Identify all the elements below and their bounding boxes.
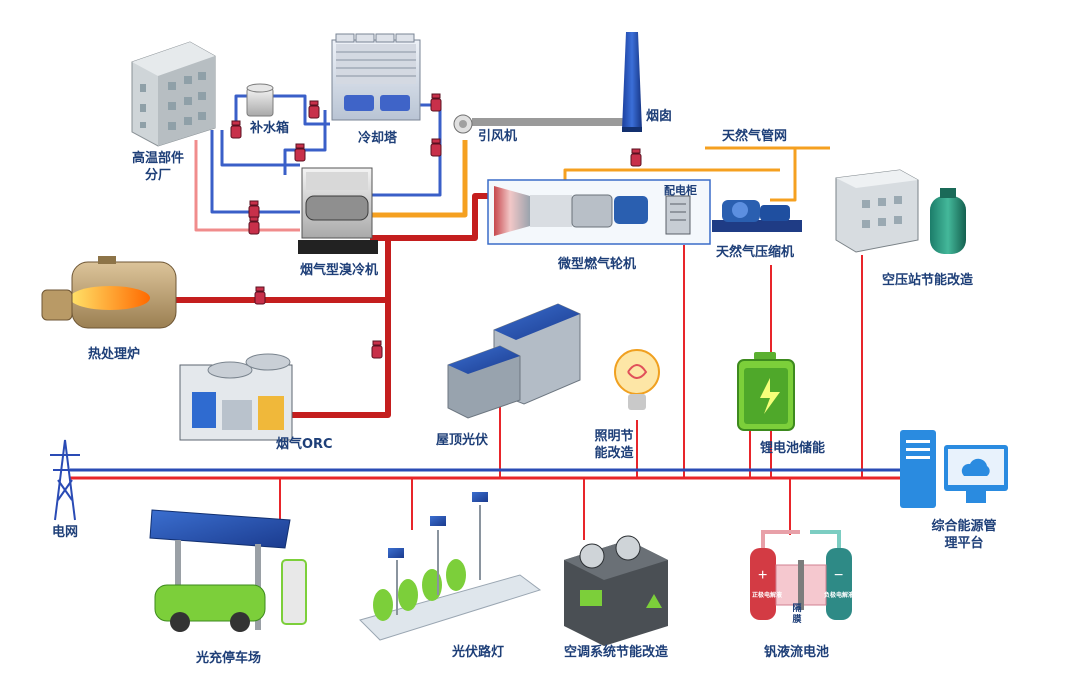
label-air-station-retrofit: 空压站节能改造 <box>882 273 974 288</box>
high-temp-plant-building-icon <box>131 41 216 147</box>
gas-compressor-icon <box>712 200 802 232</box>
label-gas-compressor: 天然气压缩机 <box>716 245 795 260</box>
valve-icon <box>430 93 442 112</box>
light-bulb-icon <box>614 349 660 410</box>
induced-fan-icon <box>453 114 473 134</box>
label-makeup-tank: 补水箱 <box>250 121 290 136</box>
grid-tower-icon <box>50 439 80 521</box>
valve-icon <box>294 143 306 162</box>
label-cooling-tower: 冷却塔 <box>358 131 398 146</box>
valve-icon <box>248 216 260 235</box>
valve-icon <box>254 286 266 305</box>
label-grid: 电网 <box>52 525 79 540</box>
energy-platform-server-icon <box>900 430 1008 508</box>
valve-icon <box>630 148 642 167</box>
label-distribution-cabinet: 配电柜 <box>664 184 697 197</box>
valve-icon <box>308 100 320 119</box>
minus-sign: − <box>834 567 843 584</box>
makeup-water-tank-icon <box>246 83 274 117</box>
label-hvac-retrofit: 空调系统节能改造 <box>564 645 669 660</box>
pv-parking-icon <box>149 509 307 632</box>
label-membrane: 隔膜 <box>792 604 802 625</box>
pv-streetlight-icon <box>359 492 542 641</box>
label-pv-streetlight: 光伏路灯 <box>452 645 505 660</box>
chimney-icon <box>622 32 642 132</box>
label-negative-electrolyte: 负极电解液 <box>824 592 855 599</box>
plus-sign: + <box>758 567 767 584</box>
label-heat-treatment-furnace: 热处理炉 <box>88 347 141 362</box>
label-flue-gas-orc: 烟气ORC <box>276 437 333 452</box>
rooftop-pv-building-icon <box>447 303 581 419</box>
pipe-network <box>176 94 863 540</box>
valve-icon <box>430 138 442 157</box>
label-pv-parking: 光充停车场 <box>196 651 262 666</box>
vanadium-battery-icon: + − <box>750 530 852 620</box>
label-high-temp-plant: 高温部件分厂 <box>131 151 184 183</box>
label-flue-gas-chiller: 烟气型溴冷机 <box>300 263 379 278</box>
hvac-unit-icon <box>564 535 668 646</box>
label-energy-platform: 综合能源管理平台 <box>931 519 997 551</box>
label-rooftop-pv: 屋顶光伏 <box>436 433 489 448</box>
label-positive-electrolyte: 正极电解液 <box>752 592 783 599</box>
label-gas-pipe-network: 天然气管网 <box>722 129 788 144</box>
label-lighting-retrofit: 照明节能改造 <box>594 429 634 461</box>
flue-gas-chiller-icon <box>298 167 378 254</box>
flue-gas-orc-icon <box>179 353 293 441</box>
micro-gas-turbine-icon <box>487 179 711 245</box>
label-vanadium-battery: 钒液流电池 <box>764 645 830 660</box>
valve-icon <box>230 120 242 139</box>
heat-treatment-furnace-icon <box>41 256 177 329</box>
label-chimney: 烟囱 <box>646 109 673 124</box>
label-induced-fan: 引风机 <box>478 129 518 144</box>
lithium-battery-icon <box>737 352 795 431</box>
valve-icon <box>371 340 383 359</box>
cooling-tower-icon <box>331 33 421 121</box>
label-micro-gas-turbine: 微型燃气轮机 <box>558 257 637 272</box>
power-bus <box>70 468 900 480</box>
valves <box>230 93 642 359</box>
label-li-battery-storage: 锂电池储能 <box>760 441 826 456</box>
air-compressor-station-icon <box>835 169 966 254</box>
valve-icon <box>248 200 260 219</box>
